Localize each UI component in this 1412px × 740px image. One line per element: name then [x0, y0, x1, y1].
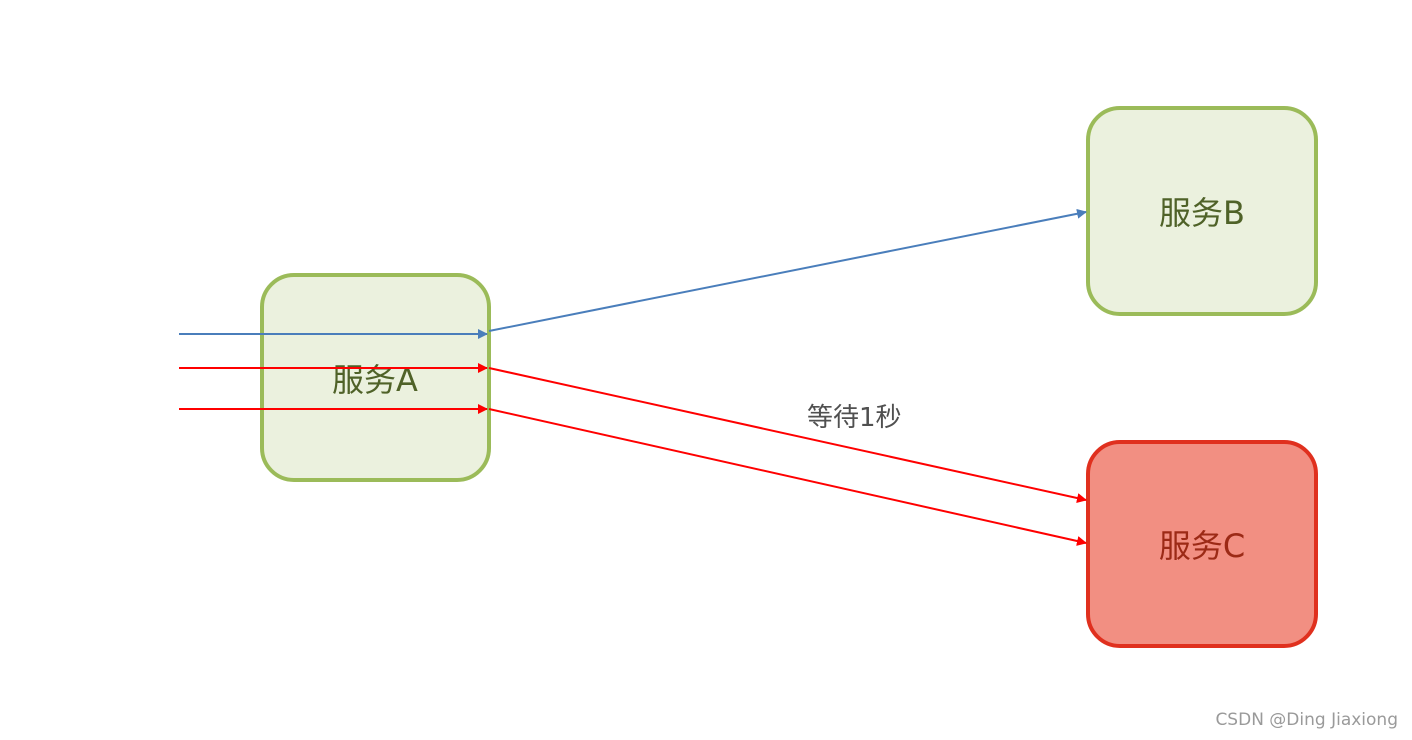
node-service-a: 服务A	[260, 273, 491, 482]
edge-a-to-c-2	[488, 408, 1087, 546]
service-b-label: 服务B	[1159, 194, 1245, 232]
service-c-box	[1086, 440, 1318, 648]
service-a-label: 服务A	[332, 361, 418, 399]
edge-a-to-b	[488, 208, 1087, 332]
service-c-label: 服务C	[1159, 527, 1245, 565]
edge-a-to-c-1	[488, 367, 1087, 503]
wait-label: 等待1秒	[807, 403, 902, 433]
service-b-box	[1086, 106, 1318, 316]
service-a-box	[260, 273, 491, 482]
watermark: CSDN @Ding Jiaxiong	[1215, 710, 1398, 730]
node-service-c: 服务C	[1086, 440, 1318, 648]
node-service-b: 服务B	[1086, 106, 1318, 316]
